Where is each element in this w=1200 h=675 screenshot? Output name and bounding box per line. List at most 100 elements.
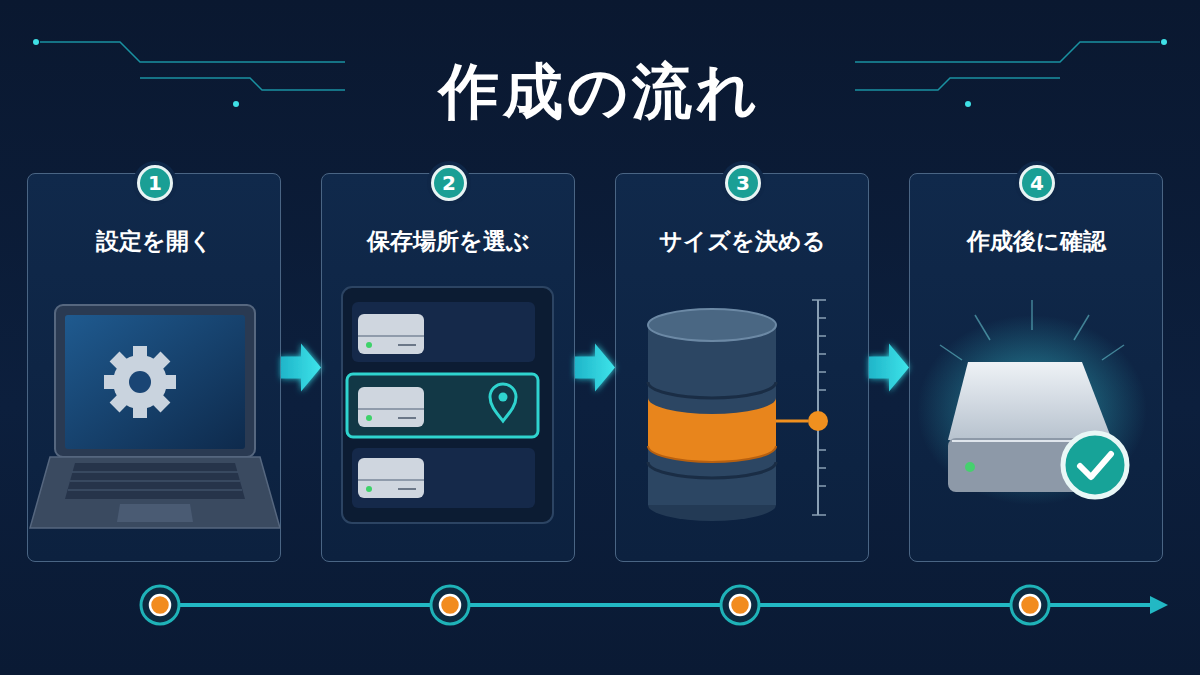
gear-hole xyxy=(129,371,151,393)
band-edge xyxy=(648,446,776,462)
circuit-dot xyxy=(233,101,239,107)
glow-ray xyxy=(940,345,962,360)
step-number-badge: 2 xyxy=(431,165,467,201)
drive-icon xyxy=(358,387,424,427)
slider-tick xyxy=(818,467,826,469)
drive-seam xyxy=(358,335,424,337)
slider-tick xyxy=(818,317,826,319)
check-badge xyxy=(1063,433,1127,497)
step-number: 2 xyxy=(442,171,456,195)
circuit-dot xyxy=(1161,39,1167,45)
storage-list-illustration xyxy=(342,287,553,523)
gear-tooth xyxy=(110,352,131,373)
timeline-dot xyxy=(1020,595,1040,615)
flow-arrow xyxy=(869,344,909,392)
step-heading: 作成後に確認 xyxy=(910,226,1162,257)
step-card: 保存場所を選ぶ 2 xyxy=(321,173,575,562)
keyboard-keys xyxy=(68,472,242,490)
drive-led xyxy=(366,415,372,421)
laptop-touchpad xyxy=(117,504,193,522)
confirmed-drive-illustration xyxy=(917,300,1147,505)
location-pin xyxy=(490,384,516,421)
timeline-dot xyxy=(730,595,750,615)
timeline-dot-ring xyxy=(1011,586,1049,624)
laptop-lid xyxy=(55,305,255,457)
slider-tick xyxy=(818,335,826,337)
step-number: 1 xyxy=(148,171,162,195)
glow-ray xyxy=(1074,315,1089,340)
circuit-line xyxy=(855,78,1060,90)
size-band xyxy=(648,398,776,462)
step-heading: 設定を開く xyxy=(28,226,280,257)
slider-knob xyxy=(808,411,828,431)
circuit-dot xyxy=(33,39,39,45)
glow-ray xyxy=(1031,300,1033,330)
slider-tick xyxy=(812,299,826,301)
gear-tooth xyxy=(133,346,147,362)
key-row xyxy=(72,471,238,473)
drive-led xyxy=(965,462,975,472)
drive-edge xyxy=(952,440,1108,442)
drive-top xyxy=(948,362,1112,440)
list-row xyxy=(352,302,535,362)
drive-slot xyxy=(398,344,416,346)
step-card: 設定を開く 1 xyxy=(27,173,281,562)
check-mark xyxy=(1080,454,1111,477)
laptop-illustration xyxy=(30,305,280,528)
timeline-dot xyxy=(150,595,170,615)
timeline-dots xyxy=(141,586,1049,624)
timeline-dot xyxy=(440,595,460,615)
cylinder-top xyxy=(648,309,776,341)
laptop-screen xyxy=(65,315,245,449)
key-row xyxy=(68,489,242,491)
database-illustration xyxy=(648,300,828,521)
slider-tick xyxy=(818,389,826,391)
gear-icon xyxy=(104,346,176,418)
drive-led xyxy=(366,486,372,492)
slider-leader xyxy=(776,420,808,423)
circuit-line xyxy=(40,42,345,62)
step-number-badge: 3 xyxy=(725,165,761,201)
glow-rays xyxy=(940,300,1124,360)
glow-ray xyxy=(975,315,990,340)
slider-ticks xyxy=(812,300,826,515)
gear-tooth xyxy=(149,391,170,412)
timeline-arrowhead xyxy=(1150,596,1168,614)
drive-body xyxy=(358,314,424,354)
gear-body xyxy=(113,355,167,409)
step-card: 作成後に確認4 xyxy=(909,173,1163,562)
key-row xyxy=(70,480,240,482)
slider-tick xyxy=(818,449,826,451)
slider-tick xyxy=(818,353,826,355)
list-row xyxy=(352,448,535,508)
timeline-dot-ring xyxy=(721,586,759,624)
drive-led xyxy=(366,342,372,348)
timeline-line xyxy=(145,603,1152,607)
laptop-keyboard xyxy=(65,463,245,499)
cylinder-bottom xyxy=(648,489,776,521)
flow-arrow xyxy=(575,344,615,392)
circuit-dot xyxy=(965,101,971,107)
drive-seam xyxy=(358,408,424,410)
step-number: 3 xyxy=(736,171,750,195)
slider-track xyxy=(817,300,819,515)
drive-front xyxy=(948,438,1112,492)
slider-tick xyxy=(812,514,826,516)
list-row-selected xyxy=(347,374,538,437)
circuit-line xyxy=(855,42,1160,62)
drive-slot xyxy=(398,417,416,419)
timeline-dot-ring xyxy=(141,586,179,624)
step-heading: 保存場所を選ぶ xyxy=(322,226,574,257)
gear-tooth xyxy=(133,402,147,418)
list-panel xyxy=(342,287,553,523)
slider-tick xyxy=(818,371,826,373)
step-number-badge: 1 xyxy=(137,165,173,201)
timeline-dot-ring xyxy=(431,586,469,624)
drive-body xyxy=(358,387,424,427)
gear-tooth xyxy=(104,375,120,389)
step-number-badge: 4 xyxy=(1019,165,1055,201)
location-pin-dot xyxy=(499,393,508,402)
step-heading: サイズを決める xyxy=(616,226,868,257)
gear-tooth xyxy=(110,391,131,412)
gear-tooth xyxy=(149,352,170,373)
